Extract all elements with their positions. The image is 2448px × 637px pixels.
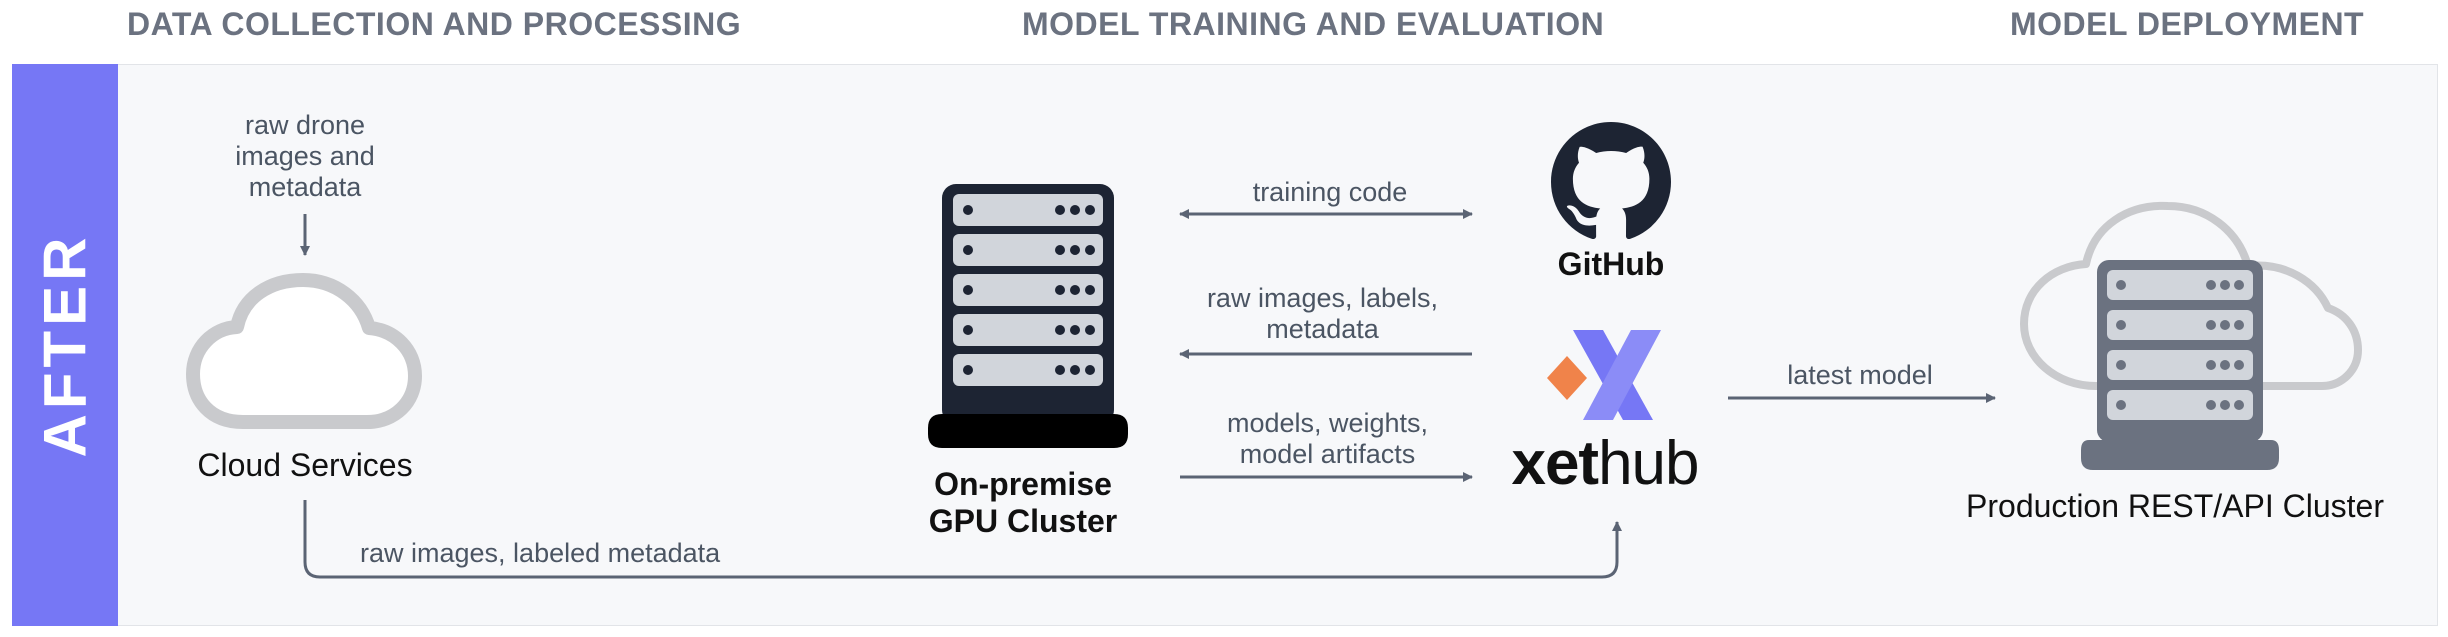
label-raw-drone-line3: metadata — [248, 172, 362, 202]
production-server-bays — [2107, 270, 2253, 420]
label-latest-model: latest model — [1787, 360, 1933, 390]
github-icon — [1551, 122, 1671, 240]
cloud-icon — [186, 273, 422, 429]
label-raw-images-labels: raw images, labels, metadata — [1160, 283, 1485, 345]
gpu-line2: GPU Cluster — [928, 503, 1118, 539]
side-bar — [12, 64, 118, 626]
gpu-server-icon — [928, 184, 1128, 448]
label-models-line2: model artifacts — [1239, 439, 1416, 469]
node-github: GitHub — [1557, 246, 1665, 282]
label-raw-labeled-metadata: raw images, labeled metadata — [360, 538, 721, 568]
section-title-data-collection: DATA COLLECTION AND PROCESSING — [127, 6, 742, 42]
arrow-raw-labeled — [303, 500, 1622, 579]
xethub-text-xet: xet — [1511, 429, 1599, 498]
label-raw-images-line2: metadata — [1266, 314, 1379, 344]
label-models-line1: models, weights, — [1226, 408, 1429, 438]
label-models-weights: models, weights, model artifacts — [1170, 408, 1485, 470]
xethub-text-hub: hub — [1598, 429, 1699, 498]
label-training-code: training code — [1252, 177, 1408, 207]
section-title-model-deployment: MODEL DEPLOYMENT — [2010, 6, 2365, 42]
server-bays — [953, 194, 1103, 386]
label-raw-images-line1: raw images, labels, — [1206, 283, 1439, 313]
label-raw-drone-line2: images and — [235, 141, 375, 171]
label-raw-drone-images: raw drone images and metadata — [205, 110, 405, 203]
section-title-model-training: MODEL TRAINING AND EVALUATION — [1022, 6, 1605, 42]
gpu-line1: On-premise — [934, 466, 1112, 502]
production-server-icon — [2081, 260, 2279, 470]
node-xethub: xethub — [1500, 428, 1710, 499]
label-raw-drone-line1: raw drone — [244, 110, 366, 140]
xethub-logo-icon — [1547, 330, 1661, 420]
node-production-cluster: Production REST/API Cluster — [1966, 488, 2384, 524]
node-gpu-cluster: On-premise GPU Cluster — [873, 466, 1173, 540]
node-cloud-services: Cloud Services — [197, 447, 413, 483]
